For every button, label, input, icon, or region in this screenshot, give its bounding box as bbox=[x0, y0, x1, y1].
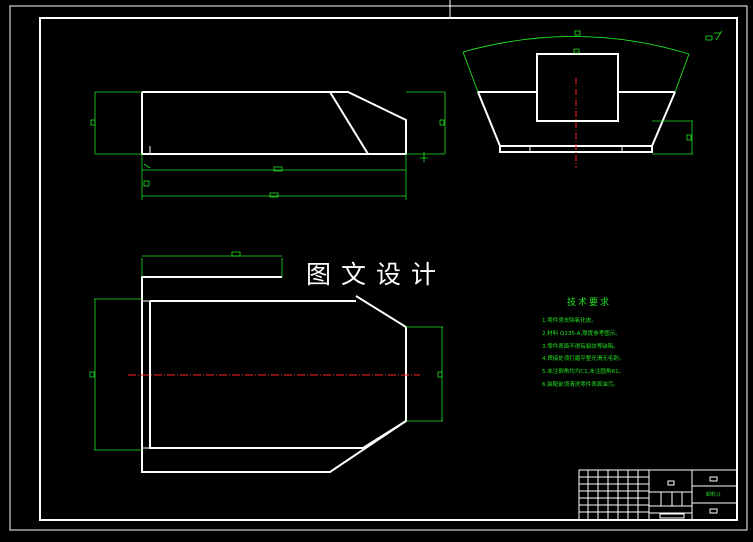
outer-border bbox=[9, 5, 748, 531]
technical-requirement-item: 4.焊接处须打磨平整光滑无毛刺。 bbox=[542, 356, 625, 363]
side-view-dimensions bbox=[573, 30, 723, 155]
plan-view-dimensions bbox=[89, 251, 443, 451]
technical-requirement-item: 1.零件须去除氧化皮。 bbox=[542, 318, 597, 324]
technical-requirement-item: 2.材料 Q235-A,厚度参考图示。 bbox=[542, 330, 621, 337]
front-view bbox=[141, 91, 407, 155]
technical-requirements-title: 技术要求 bbox=[567, 298, 612, 308]
title-block-part-name: 卸料斗 bbox=[706, 492, 722, 498]
technical-requirement-item: 5.未注倒角均为C1,未注圆角R1。 bbox=[542, 369, 625, 376]
inner-border bbox=[39, 17, 738, 521]
watermark-text: 图文设计 bbox=[306, 260, 447, 289]
title-block bbox=[578, 469, 738, 521]
technical-requirement-item: 3.零件表面不得有裂纹等缺陷。 bbox=[542, 343, 619, 350]
technical-requirements-list: 1.零件须去除氧化皮。 2.材料 Q235-A,厚度参考图示。 3.零件表面不得… bbox=[542, 315, 624, 392]
technical-requirement-item: 6.装配前须清洗零件表面油污。 bbox=[542, 381, 619, 388]
front-view-dimensions bbox=[90, 91, 446, 200]
